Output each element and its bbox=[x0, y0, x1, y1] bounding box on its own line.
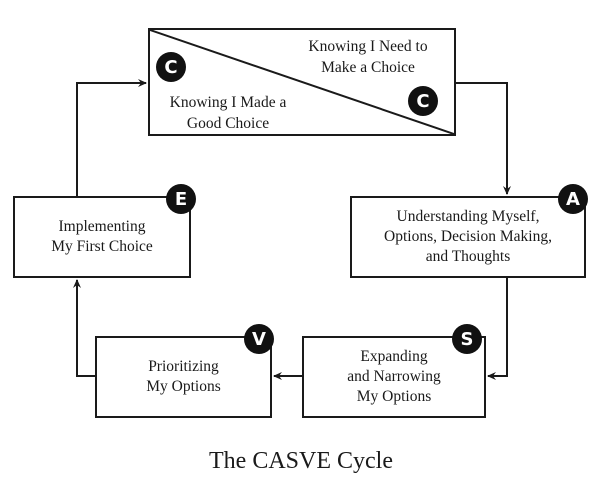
arrow-valuing-to-execution bbox=[73, 279, 95, 377]
valuing-text: Prioritizing My Options bbox=[146, 358, 221, 395]
diagram-title: The CASVE Cycle bbox=[209, 448, 393, 474]
communication-upper-text: Knowing I Need to Make a Choice bbox=[308, 38, 428, 76]
communication-box: Knowing I Need to Make a Choice Knowing … bbox=[148, 28, 456, 136]
valuing-box: Prioritizing My Options bbox=[95, 336, 272, 418]
badge-c-left: C bbox=[156, 52, 186, 82]
synthesis-text: Expanding and Narrowing My Options bbox=[347, 348, 441, 405]
badge-e: E bbox=[166, 184, 196, 214]
badge-c-right: C bbox=[408, 86, 438, 116]
arrow-communication-to-analysis bbox=[456, 82, 511, 195]
badge-a: A bbox=[558, 184, 588, 214]
diagonal-divider bbox=[150, 30, 454, 134]
synthesis-box: Expanding and Narrowing My Options bbox=[302, 336, 486, 418]
badge-s: S bbox=[452, 324, 482, 354]
arrow-execution-to-communication bbox=[76, 79, 147, 196]
analysis-text: Understanding Myself, Options, Decision … bbox=[384, 208, 552, 265]
communication-lower-text: Knowing I Made a Good Choice bbox=[169, 94, 287, 132]
arrow-analysis-to-synthesis bbox=[487, 278, 508, 380]
badge-v: V bbox=[244, 324, 274, 354]
analysis-box: Understanding Myself, Options, Decision … bbox=[350, 196, 586, 278]
execution-text: Implementing My First Choice bbox=[51, 218, 153, 255]
execution-box: Implementing My First Choice bbox=[13, 196, 191, 278]
